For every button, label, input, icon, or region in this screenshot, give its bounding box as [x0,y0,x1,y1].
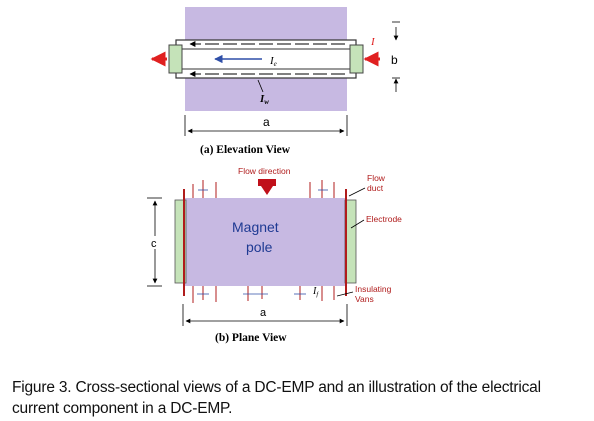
i-label: I [370,36,376,48]
figure-caption-text: Cross-sectional views of a DC-EMP and an… [12,379,541,417]
upper-magnet-block [185,7,347,40]
insulating-label-2: Vans [355,294,374,304]
elevation-caption: (a) Elevation View [200,144,291,156]
c-label: c [151,238,157,250]
figure-caption: Figure 3. Cross-sectional views of a DC-… [12,377,587,419]
insulating-label-1: Insulating [355,284,392,294]
iw-label: Iw [259,93,269,106]
flow-direction-arrow [258,179,276,195]
magnet-pole [183,198,347,286]
right-electrode [349,44,364,74]
lower-magnet-block [185,78,347,111]
elevation-view: Ie I Iw b a (a) Elevation View [150,7,400,156]
magnet-label-2: pole [246,239,273,255]
figure-diagram: Ie I Iw b a (a) Elevation View Flow dire… [147,7,402,344]
magnet-label-1: Magnet [232,219,279,235]
ie-label: Ie [269,55,277,68]
a-label-elevation: a [263,115,270,129]
figure-number: Figure 3. [12,379,72,396]
insulating-vanes-bottom [192,286,335,303]
iw-leader [257,79,264,93]
if-label: If [312,286,319,298]
flow-channel [175,39,357,79]
flow-direction-label: Flow direction [238,166,291,176]
insulating-vanes-top [192,180,335,198]
left-electrode [168,44,183,74]
plane-view: Flow direction Flow duct Magnet [147,166,402,344]
flow-duct-label-1: Flow [367,173,386,183]
electrode-label: Electrode [366,214,402,224]
flow-duct-label-2: duct [367,183,384,193]
a-label-plane: a [260,307,267,319]
b-label: b [391,53,398,67]
plane-caption: (b) Plane View [215,332,287,344]
left-electrode-plane [174,199,187,284]
